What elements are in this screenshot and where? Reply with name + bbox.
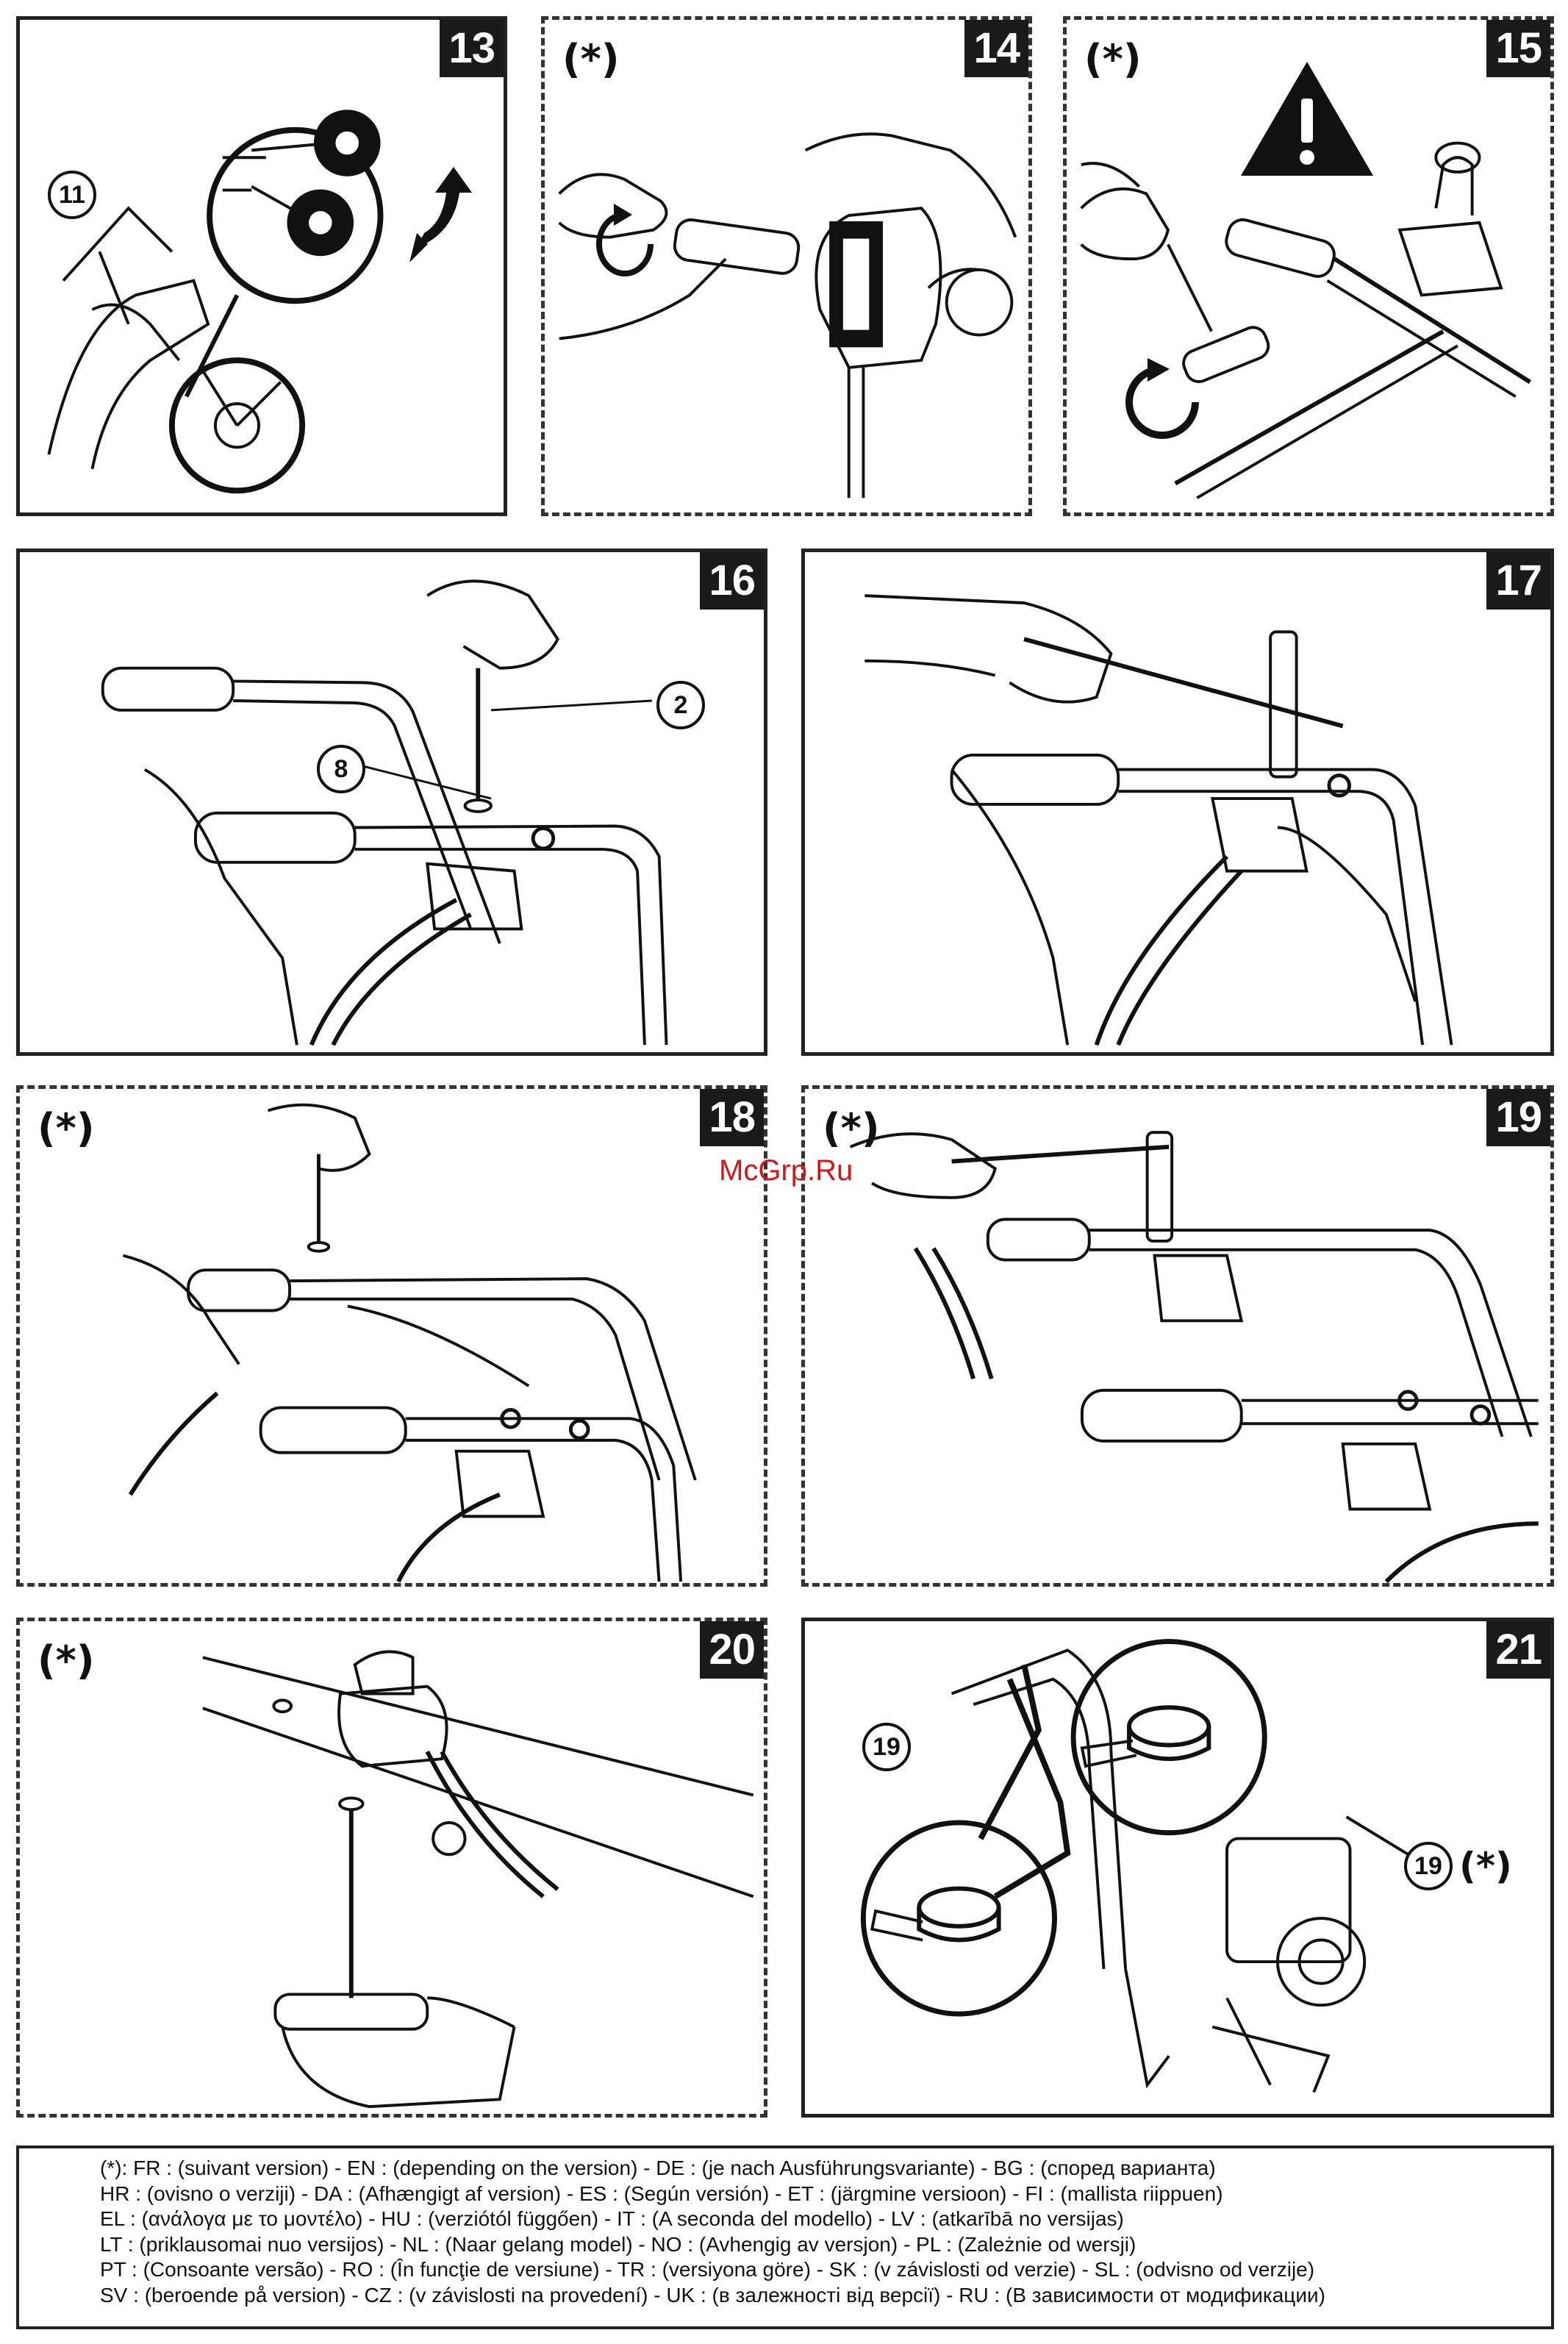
panel-16-number: 16 [700,552,764,610]
panel-18: (*) 18 [16,1085,767,1587]
callout-8-label: 8 [334,755,348,783]
panel-21: 19 19 (*) 21 [801,1618,1554,2118]
panel-17-number: 17 [1486,552,1550,610]
watermark: McGrp.Ru [719,1154,853,1187]
callout-19-left: 19 [862,1723,911,1771]
callout-19-right: 19 [1404,1842,1453,1890]
warning-triangle-icon [1241,62,1373,176]
panel-20: (*) 20 [16,1618,767,2118]
panel-18-illustration [122,1103,697,1583]
callout-19-left-label: 19 [873,1733,901,1761]
panel-17: 17 [801,549,1554,1056]
callout-11-label: 11 [59,181,85,209]
legend-line-1: (*): FR : (suivant version) - EN : (depe… [100,2157,1216,2179]
callout-19-right-label: 19 [1414,1852,1442,1880]
rotate-arrow-icon-15 [1125,358,1199,439]
panel-14-number: 14 [964,20,1028,77]
panel-18-version-mark: (*) [37,1105,95,1151]
panel-13-number: 13 [440,20,504,77]
legend-line-5: PT : (Consoante versão) - RO : (În funcţ… [100,2258,1315,2281]
legend-line-3: EL : (ανάλογα με το μοντέλο) - HU : (ver… [100,2207,1124,2230]
panel-19-number: 19 [1486,1089,1550,1146]
panel-20-version-mark: (*) [37,1637,95,1684]
legend-line-2: HR : (ovisno o verziji) - DA : (Afhængig… [100,2182,1223,2205]
panel-19: (*) 19 [801,1085,1554,1587]
panel-19-illustration [849,1131,1539,1583]
panel-14: (*) 14 [541,16,1032,516]
panel-16-illustration [101,579,668,1046]
legend-line-4: LT : (priklausomai nuo versijos) - NL : … [100,2232,1136,2256]
panel-15-version-mark: (*) [1084,36,1142,82]
callout-2-label: 2 [673,691,688,719]
rotate-arrow-icon [596,204,654,276]
panel-20-number: 20 [700,1621,764,1679]
panel-20-illustration [202,1650,754,2109]
panel-15-illustration [1080,141,1531,499]
panel-15-number: 15 [1486,20,1550,77]
swap-arrows-icon [409,167,472,262]
panel-18-number: 18 [700,1089,764,1146]
callout-19-version-mark: (*) [1459,1845,1512,1887]
panel-16: 2 8 16 [16,549,767,1056]
panel-13-illustration [47,110,384,494]
panel-13: 11 13 [16,16,507,516]
version-legend: (*): FR : (suivant version) - EN : (depe… [16,2145,1554,2329]
panel-14-version-mark: (*) [562,36,620,82]
panel-17-illustration [864,594,1453,1046]
panel-15: (*) 15 [1063,16,1554,516]
panel-19-version-mark: (*) [823,1105,880,1151]
panel-21-number: 21 [1486,1621,1550,1679]
callout-2: 2 [656,681,705,729]
callout-8: 8 [317,745,365,793]
legend-line-6: SV : (beroende på version) - CZ : (v záv… [100,2283,1325,2307]
panel-21-illustration [860,1639,1431,2093]
panel-14-illustration [558,132,1017,499]
callout-11: 11 [48,171,96,219]
